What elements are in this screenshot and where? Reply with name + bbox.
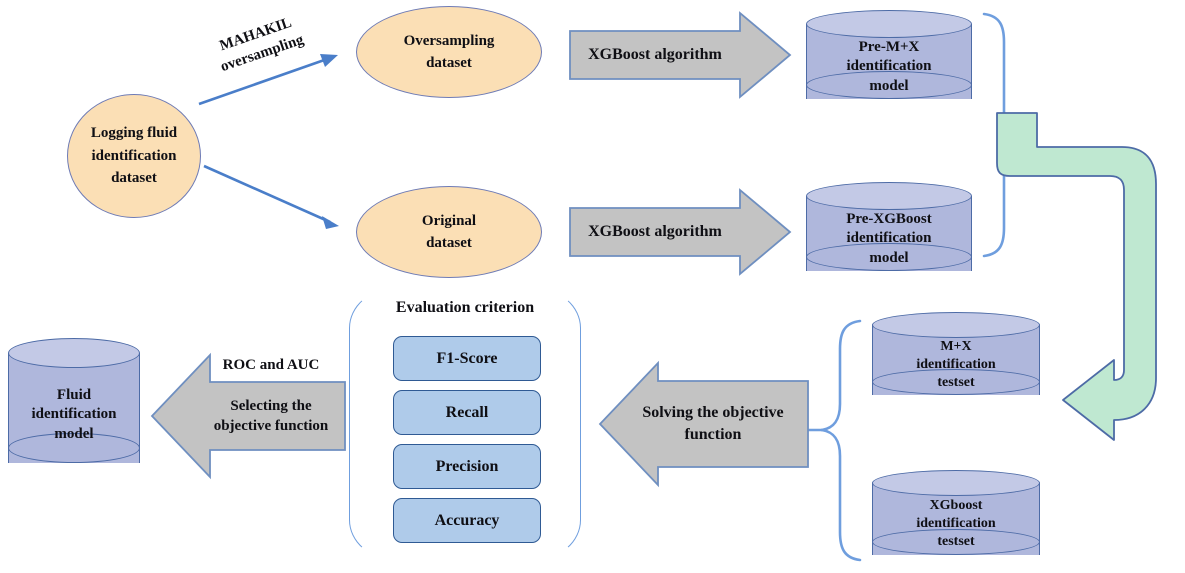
cylinder-top: [872, 312, 1040, 338]
original-dataset-line1: Original: [421, 212, 477, 229]
fluid-model-line1: Fluid: [56, 387, 92, 404]
cylinder-bottom: [806, 243, 972, 271]
arrow-label-xgboost-bottom: XGBoost algorithm: [570, 208, 740, 256]
arrow-source-to-original: [203, 164, 339, 229]
source-dataset-line1: Logging fluid: [90, 125, 178, 142]
brace-models-right: [982, 12, 1038, 258]
arrow-label-solving-objective: Solving the objective function: [618, 381, 808, 467]
fluid-model-line2: identification: [31, 406, 117, 423]
solving-line1: Solving the objective: [642, 404, 784, 422]
metric-recall-label: Recall: [445, 403, 489, 421]
xgboost-bottom-label: XGBoost algorithm: [588, 223, 722, 241]
node-oversampling-dataset[interactable]: Oversampling dataset: [356, 6, 542, 98]
node-xgboost-testset[interactable]: XGboost identification testset: [872, 470, 1040, 568]
evaluation-title: Evaluation criterion: [395, 299, 535, 316]
cylinder-bottom: [806, 71, 972, 99]
mx-testset-line3: testset: [937, 374, 975, 390]
pre-xgboost-model-text: Pre-XGBoost identification model: [806, 206, 972, 272]
pre-xgboost-line3: model: [869, 249, 909, 266]
cylinder-bottom: [8, 433, 140, 463]
metric-f1-score[interactable]: F1-Score: [393, 336, 541, 381]
node-pre-mx-model[interactable]: Pre-M+X identification model: [806, 10, 972, 113]
xgboost-top-label: XGBoost algorithm: [588, 46, 722, 64]
cylinder-bottom: [872, 529, 1040, 555]
solving-line2: function: [684, 426, 742, 443]
original-dataset-line2: dataset: [426, 235, 472, 251]
xgboost-testset-line2: identification: [916, 516, 996, 532]
metric-accuracy-label: Accuracy: [434, 511, 500, 529]
arrow-label-mahakil: MAHAKIL oversampling: [186, 2, 332, 86]
node-fluid-model[interactable]: Fluid identification model: [8, 338, 140, 478]
metric-accuracy[interactable]: Accuracy: [393, 498, 541, 543]
oversampling-dataset-line1: Oversampling: [403, 32, 495, 49]
pre-mx-line1: Pre-M+X: [858, 39, 920, 56]
mx-testset-text: M+X identification testset: [872, 334, 1040, 396]
node-mx-testset[interactable]: M+X identification testset: [872, 312, 1040, 408]
cylinder-top: [806, 182, 972, 210]
arrow-label-xgboost-top: XGBoost algorithm: [570, 31, 740, 79]
source-dataset-line2: identification: [91, 147, 177, 164]
oversampling-dataset-line2: dataset: [426, 55, 472, 71]
node-pre-xgboost-model[interactable]: Pre-XGBoost identification model: [806, 182, 972, 285]
fluid-model-line3: model: [54, 425, 94, 442]
arrow-label-selecting-objective: Selecting the objective function: [196, 382, 346, 450]
evaluation-panel: [349, 288, 581, 560]
brace-testsets-left: [806, 319, 862, 562]
pre-mx-model-text: Pre-M+X identification model: [806, 34, 972, 100]
xgboost-testset-line1: XGboost: [929, 498, 983, 514]
cylinder-bottom: [872, 369, 1040, 395]
fluid-model-text: Fluid identification model: [8, 368, 140, 462]
pre-xgboost-line1: Pre-XGBoost: [846, 211, 932, 228]
metric-precision-label: Precision: [435, 457, 499, 475]
roc-auc-label: ROC and AUC: [222, 356, 320, 373]
cylinder-top: [8, 338, 140, 368]
xgboost-testset-line3: testset: [937, 533, 975, 549]
cylinder-top: [806, 10, 972, 38]
mx-testset-line1: M+X: [940, 339, 972, 355]
mx-testset-line2: identification: [916, 357, 996, 373]
xgboost-testset-text: XGboost identification testset: [872, 492, 1040, 556]
pre-xgboost-line2: identification: [846, 230, 932, 247]
node-original-dataset[interactable]: Original dataset: [356, 186, 542, 278]
cylinder-top: [872, 470, 1040, 496]
metric-f1-score-label: F1-Score: [436, 349, 498, 367]
pre-mx-line3: model: [869, 77, 909, 94]
selecting-line2: objective function: [213, 418, 329, 434]
node-source-dataset[interactable]: Logging fluid identification dataset: [67, 94, 201, 218]
metric-precision[interactable]: Precision: [393, 444, 541, 489]
pre-mx-line2: identification: [846, 58, 932, 75]
arrow-label-roc-auc: ROC and AUC: [196, 354, 346, 376]
metric-recall[interactable]: Recall: [393, 390, 541, 435]
source-dataset-line3: dataset: [111, 170, 157, 187]
selecting-line1: Selecting the: [230, 397, 312, 414]
